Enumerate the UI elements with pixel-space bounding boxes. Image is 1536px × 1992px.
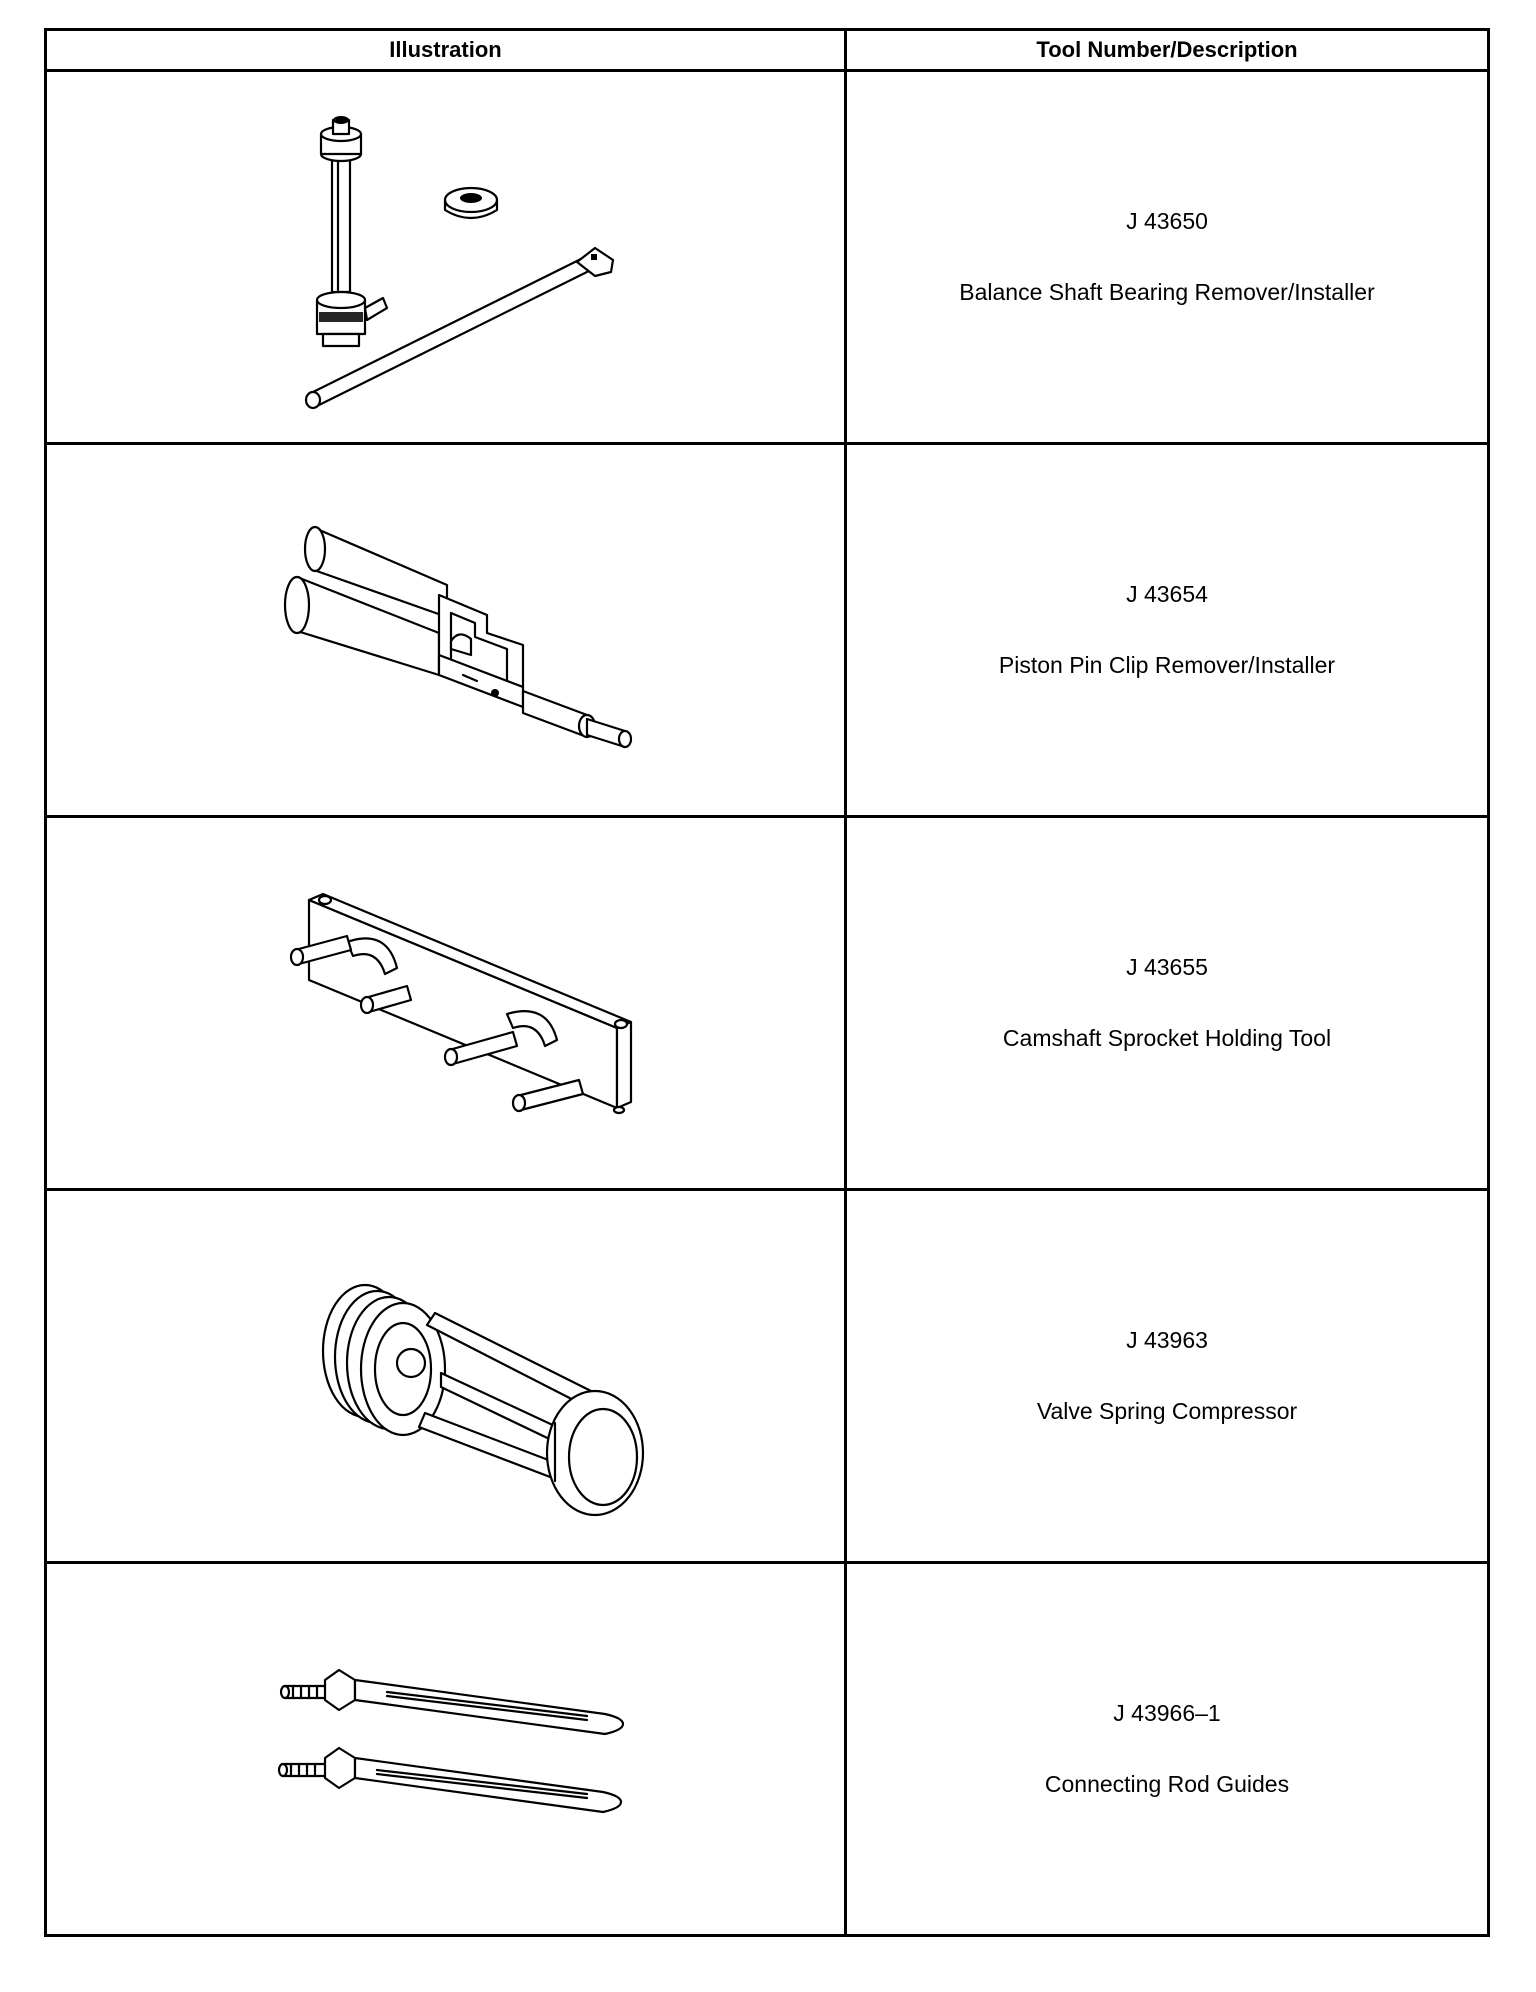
illustration-cell [44,69,847,445]
table-row: J 43963 Valve Spring Compressor [44,1188,1490,1564]
tool-description: Piston Pin Clip Remover/Installer [998,652,1336,678]
valve-spring-compressor-icon [321,1283,645,1517]
header-tool-number-description: Tool Number/Description [844,28,1490,72]
description-cell: J 43654 Piston Pin Clip Remover/Installe… [844,442,1490,818]
tool-number: J 43655 [1126,954,1208,980]
description-cell: J 43966–1 Connecting Rod Guides [844,1561,1490,1937]
description-cell: J 43655 Camshaft Sprocket Holding Tool [844,815,1490,1191]
illustration-cell [44,1188,847,1564]
table-row: J 43966–1 Connecting Rod Guides [44,1561,1490,1937]
tool-description: Valve Spring Compressor [1036,1398,1298,1424]
tool-description: Balance Shaft Bearing Remover/Installer [959,279,1375,305]
description-cell: J 43650 Balance Shaft Bearing Remover/In… [844,69,1490,445]
camshaft-sprocket-holding-tool-icon [289,892,633,1115]
balance-shaft-bearing-tool-icon [304,116,615,410]
header-illustration: Illustration [44,28,847,72]
table-row: J 43655 Camshaft Sprocket Holding Tool [44,815,1490,1191]
tool-number: J 43963 [1126,1327,1208,1353]
tool-description: Camshaft Sprocket Holding Tool [1002,1025,1332,1051]
illustration-cell [44,1561,847,1937]
tool-number: J 43654 [1126,581,1208,607]
piston-pin-clip-tool-icon [283,525,633,749]
table-row: J 43650 Balance Shaft Bearing Remover/In… [44,69,1490,445]
header-row: Illustration Tool Number/Description [44,28,1490,72]
description-cell: J 43963 Valve Spring Compressor [844,1188,1490,1564]
table-row: J 43654 Piston Pin Clip Remover/Installe… [44,442,1490,818]
tool-number: J 43966–1 [1113,1700,1221,1726]
tool-description: Connecting Rod Guides [1044,1771,1290,1797]
tool-number: J 43650 [1126,208,1208,234]
illustration-cell [44,442,847,818]
illustration-cell [44,815,847,1191]
tool-table: Illustration Tool Number/Description [44,28,1490,1937]
connecting-rod-guides-icon [277,1668,625,1814]
